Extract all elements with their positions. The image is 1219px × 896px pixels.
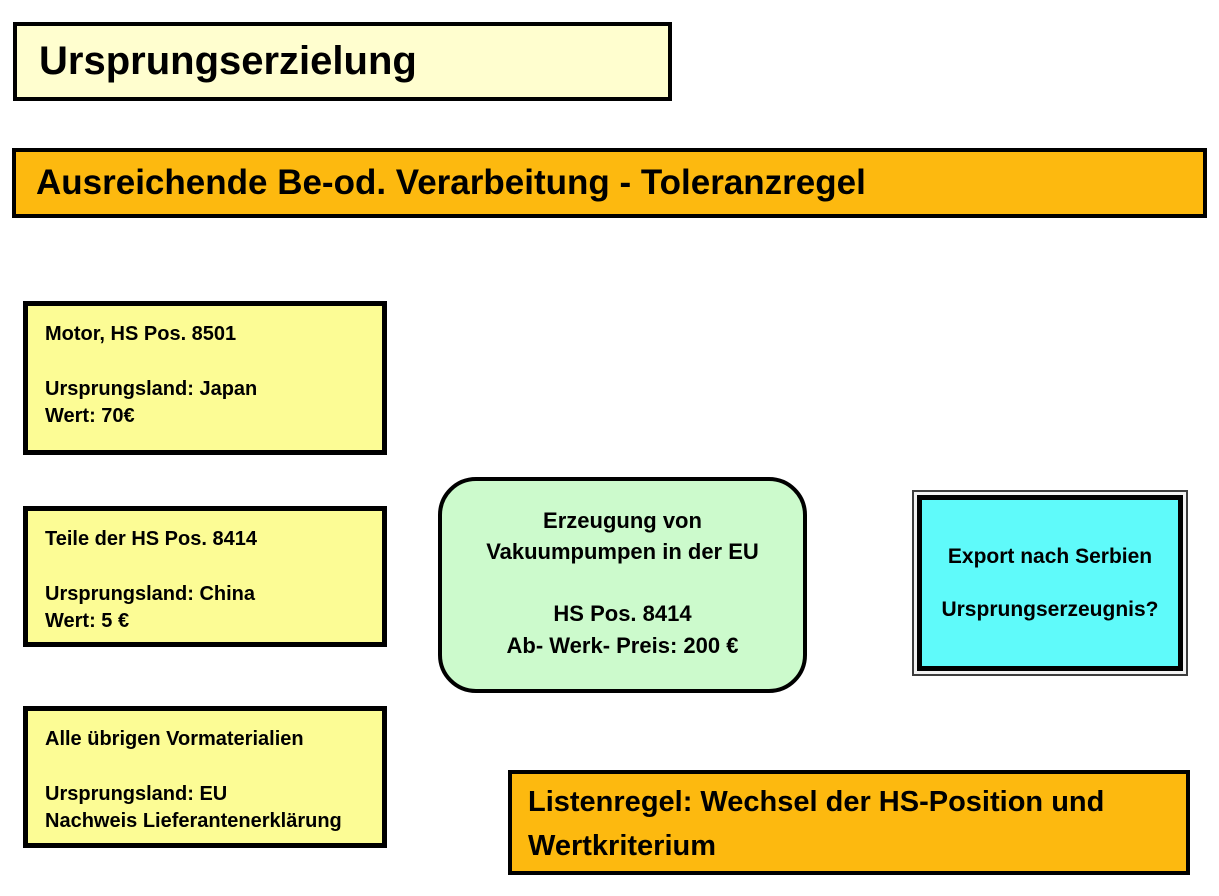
header-banner: Ausreichende Be-od. Verarbeitung - Toler… (12, 148, 1207, 218)
export-destination: Export nach Serbien (947, 544, 1153, 568)
rule-banner: Listenregel: Wechsel der HS-Position und… (508, 770, 1190, 875)
slide-title: Ursprungserzielung (39, 39, 417, 83)
rule-banner-line-1: Listenregel: Wechsel der HS-Position und (528, 786, 1105, 818)
production-hs-pos: HS Pos. 8414 (553, 601, 692, 627)
production-line-2: Vakuumpumpen in der EU (486, 539, 759, 565)
export-box: Export nach Serbien Ursprungserzeugnis? (912, 490, 1188, 676)
production-box: Erzeugung von Vakuumpumpen in der EU HS … (438, 477, 807, 693)
blank-line (442, 567, 803, 598)
material-box-proof: Nachweis Lieferantenerklärung (45, 810, 342, 833)
material-box-origin: Ursprungsland: Japan (45, 377, 258, 400)
material-box-origin: Ursprungsland: China (45, 582, 256, 605)
material-box-value: Wert: 70€ (45, 405, 135, 428)
blank-line (45, 554, 374, 581)
export-box-inner: Export nach Serbien Ursprungserzeugnis? (917, 495, 1183, 671)
production-line-1: Erzeugung von (543, 508, 702, 533)
production-price: Ab- Werk- Preis: 200 € (506, 632, 739, 658)
material-box-motor: Motor, HS Pos. 8501 Ursprungsland: Japan… (23, 301, 387, 455)
rule-banner-line-2: Wertkriterium (528, 829, 717, 862)
material-box-title: Motor, HS Pos. 8501 (45, 323, 237, 345)
material-box-origin: Ursprungsland: EU (45, 782, 228, 805)
title-box: Ursprungserzielung (13, 22, 672, 101)
blank-line (45, 754, 374, 781)
material-box-title: Alle übrigen Vormaterialien (45, 728, 304, 750)
material-box-parts: Teile der HS Pos. 8414 Ursprungsland: Ch… (23, 506, 387, 647)
material-box-title: Teile der HS Pos. 8414 (45, 528, 257, 550)
header-banner-text: Ausreichende Be-od. Verarbeitung - Toler… (36, 163, 866, 202)
blank-line (45, 349, 374, 376)
export-question: Ursprungserzeugnis? (941, 597, 1159, 621)
material-box-other: Alle übrigen Vormaterialien Ursprungslan… (23, 706, 387, 848)
material-box-value: Wert: 5 € (45, 610, 130, 633)
